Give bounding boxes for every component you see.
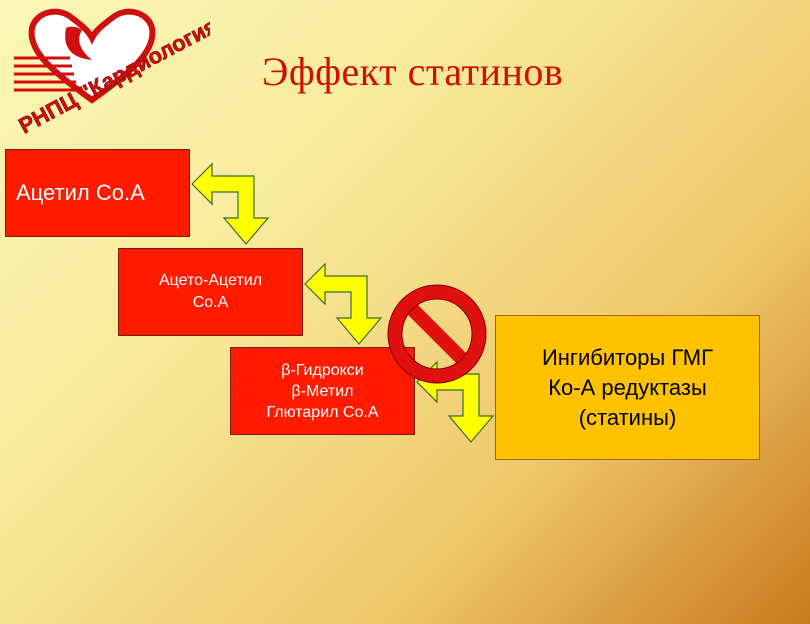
logo: РНПЦ "Кардиология" (14, 8, 210, 139)
step-acetoacetyl-coa: Ацето-Ацетил Co.A (118, 248, 303, 336)
heart-icon (28, 8, 156, 104)
step-hmg-coa: β-Гидрокси β-Метил Глютарил Co.A (230, 347, 415, 435)
step-label-line: β-Метил (291, 382, 354, 400)
inhibitor-box: Ингибиторы ГМГ Ко-А редуктазы (статины) (495, 315, 760, 460)
inhibitor-label-line: Ингибиторы ГМГ (541, 344, 714, 370)
bent-arrow-icon (191, 162, 270, 245)
page-title: Эффект статинов (262, 49, 564, 94)
step-label-line: Co.A (192, 294, 229, 311)
step-label: Ацетил Co.A (16, 180, 145, 205)
step-label-line: β-Гидрокси (281, 361, 364, 379)
step-acetyl-coa: Ацетил Co.A (5, 149, 190, 237)
step-label-line: Ацето-Ацетил (158, 272, 263, 289)
inhibitor-label-line: Ко-А редуктазы (548, 374, 707, 400)
bent-arrow-icon (304, 262, 383, 345)
step-label-line: Глютарил Co.A (266, 403, 379, 421)
inhibitor-label-line: (статины) (578, 404, 677, 430)
prohibition-sign-icon (387, 284, 487, 384)
